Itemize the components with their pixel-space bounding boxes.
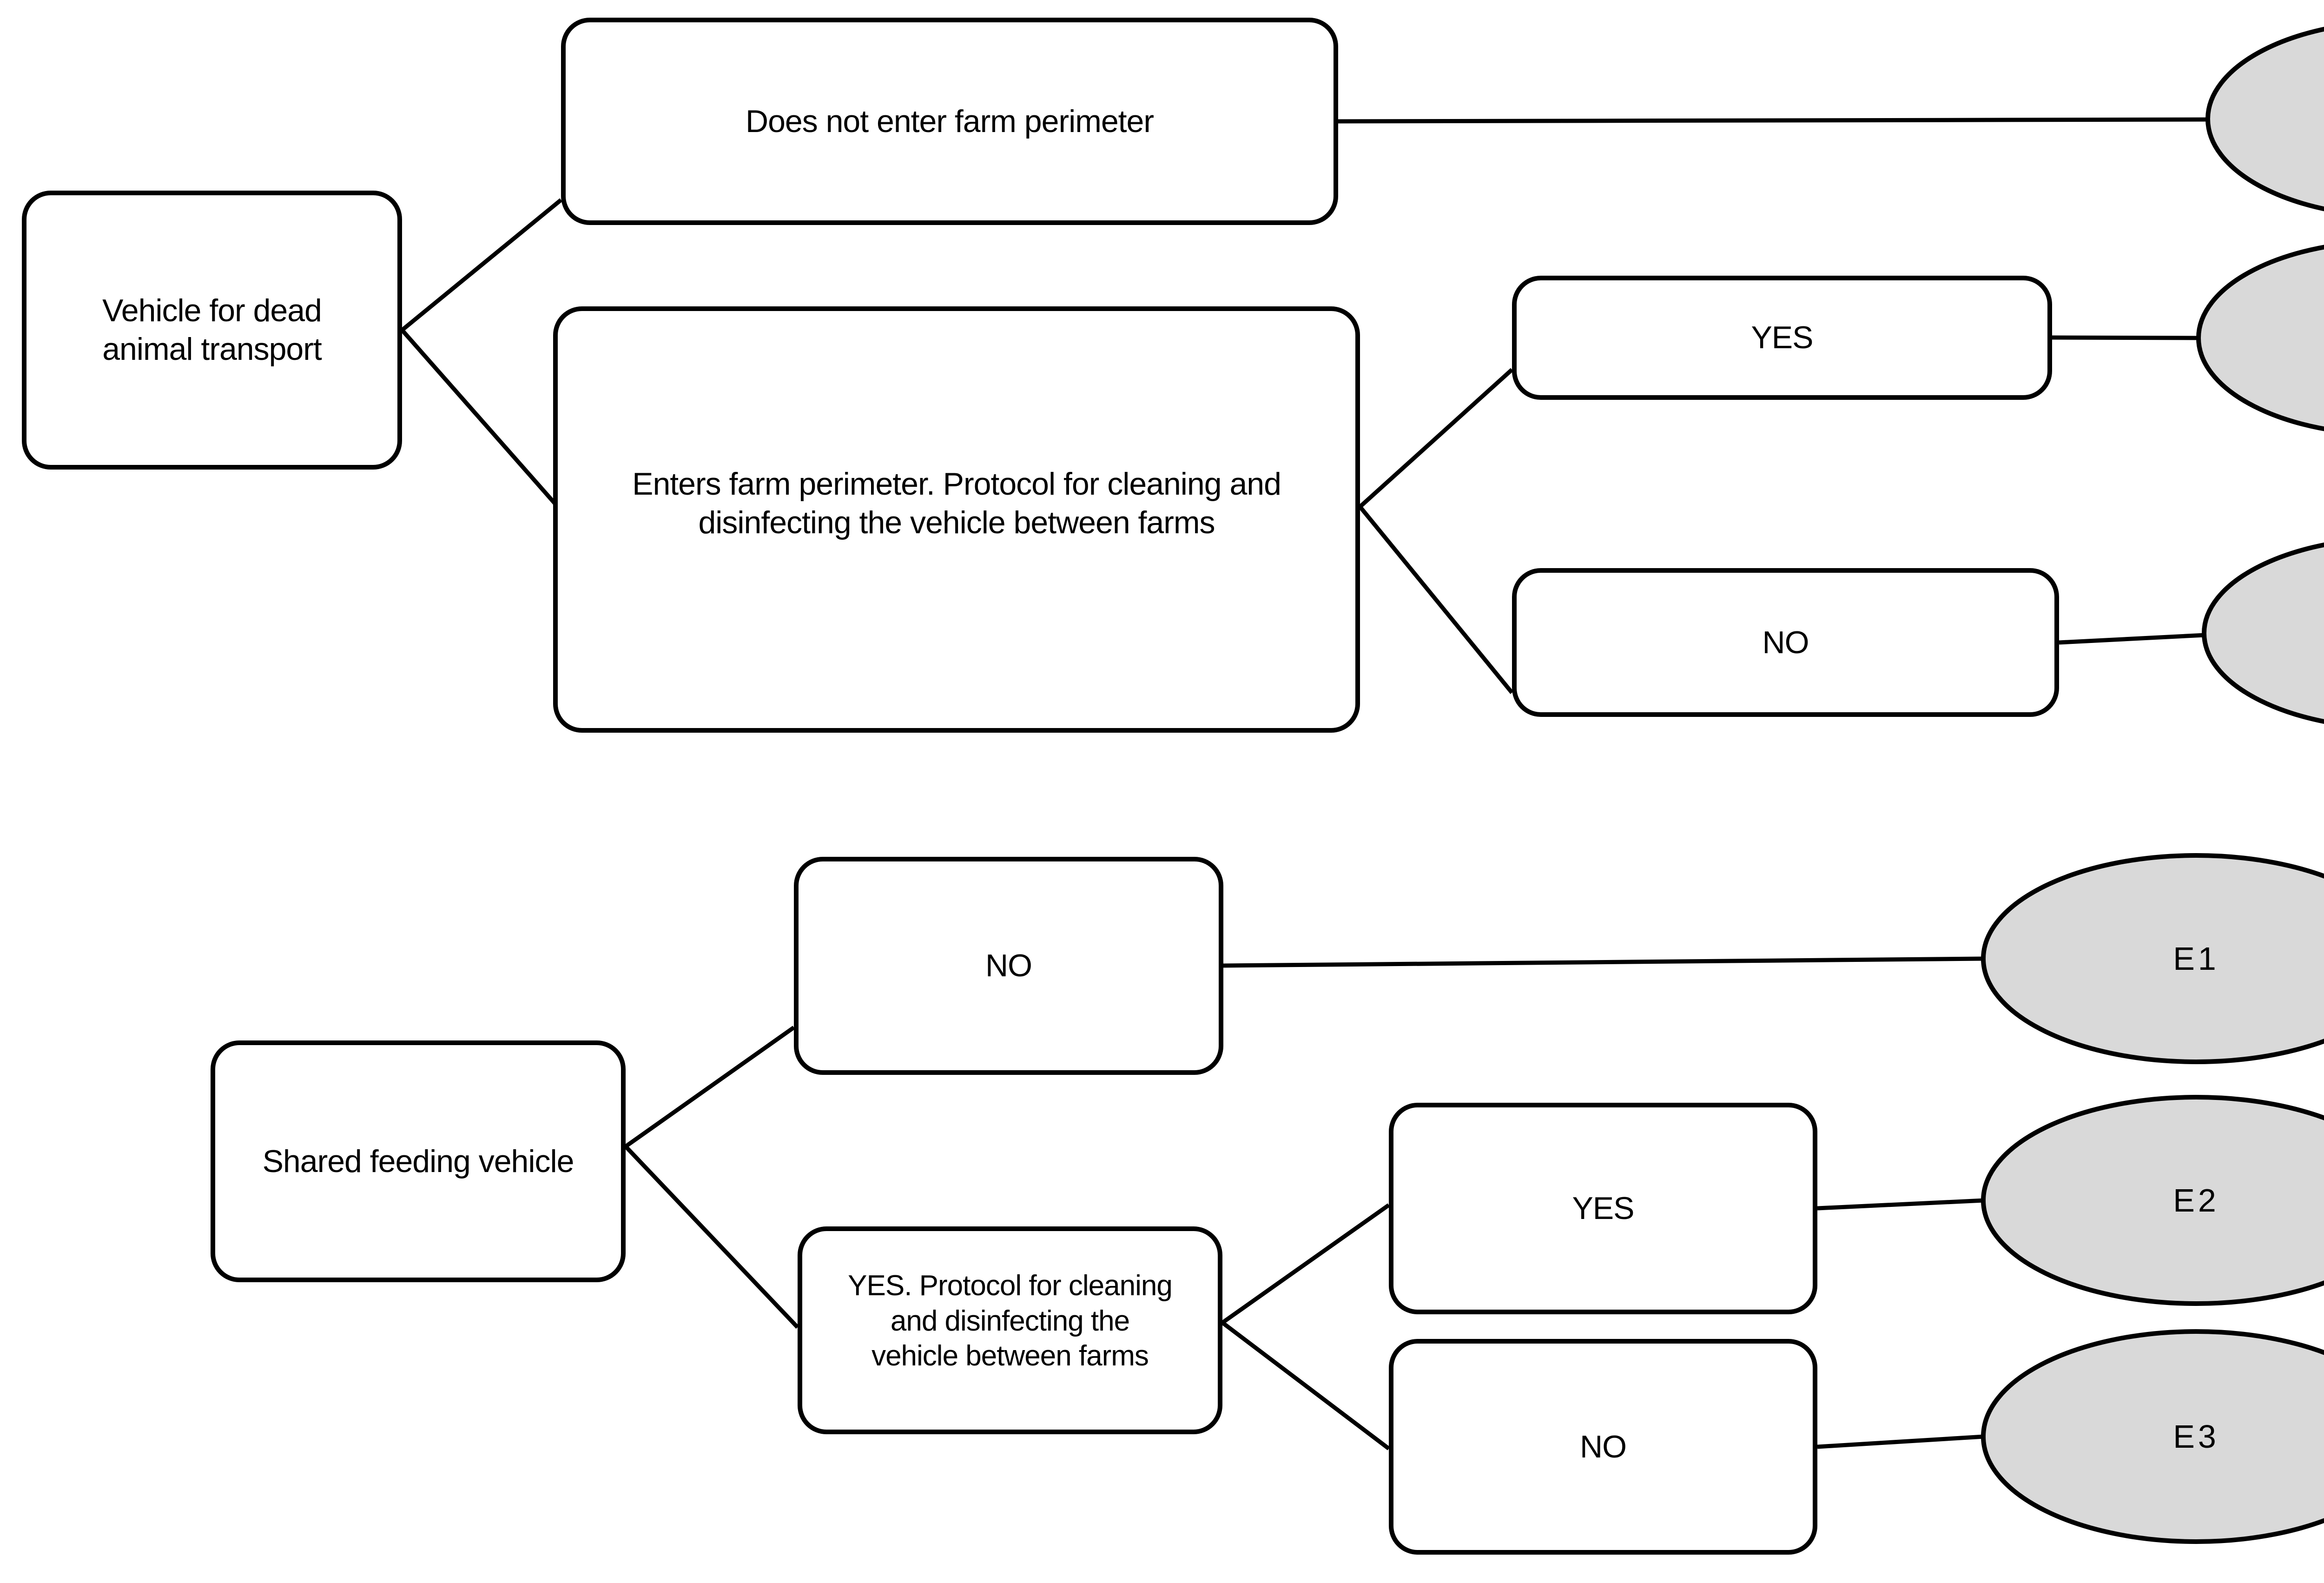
node-bottom-yes: YES	[1389, 1103, 1817, 1314]
outcome-ellipse-bottom-e2	[1981, 1095, 2324, 1306]
node-label: Does not enter farm perimeter	[745, 103, 1154, 139]
node-label: Shared feeding vehicle	[262, 1143, 574, 1179]
node-top-yes: YES	[1512, 276, 2052, 400]
outcome-label-bottom-e2: E2	[2173, 1182, 2219, 1219]
outcome-label-bottom-e1: E1	[2173, 941, 2219, 977]
outcome-ellipse-top-e3	[2202, 542, 2324, 724]
edge-bottom-yes-to-e2	[1817, 1198, 1985, 1211]
node-bottom-no: NO	[1389, 1339, 1817, 1555]
edge-bottom-root-to-no	[624, 1026, 795, 1148]
edge-bottom-yes-protocol-to-yes	[1221, 1203, 1390, 1325]
edge-top-no-to-e3	[2059, 633, 2205, 645]
node-label: Enters farm perimeter. Protocol for clea…	[632, 466, 1281, 540]
edge-bottom-yes-protocol-to-no	[1221, 1321, 1390, 1451]
edge-bottom-no-to-e1	[1223, 956, 1985, 968]
outcome-ellipse-bottom-e3	[1981, 1329, 2324, 1544]
edge-top-no-enter-to-e1	[1338, 117, 2208, 124]
node-vehicle-dead-animal-transport: Vehicle for dead animal transport	[22, 191, 402, 470]
node-label: Vehicle for dead animal transport	[102, 293, 322, 367]
edge-top-root-to-enter	[400, 329, 560, 508]
edge-bottom-root-to-yes-protocol	[624, 1145, 799, 1329]
outcome-ellipse-top-e2	[2196, 245, 2324, 431]
node-bottom-branch-no: NO	[794, 857, 1223, 1075]
outcome-label-bottom-e3: E3	[2173, 1418, 2219, 1455]
outcome-ellipse-bottom-e1	[1981, 853, 2324, 1064]
edge-top-enter-to-yes	[1358, 368, 1514, 509]
node-shared-feeding-vehicle: Shared feeding vehicle	[211, 1040, 626, 1282]
outcome-ellipse-top-e1	[2205, 26, 2324, 212]
edge-top-root-to-no-enter	[401, 198, 562, 332]
node-label: YES	[1751, 320, 1813, 356]
node-label: YES	[1572, 1191, 1634, 1226]
node-label: NO	[1580, 1429, 1627, 1464]
node-label: YES. Protocol for cleaning and disinfect…	[848, 1270, 1173, 1372]
node-top-no: NO	[1512, 568, 2059, 717]
node-yes-protocol-cleaning: YES. Protocol for cleaning and disinfect…	[798, 1226, 1222, 1434]
node-enters-farm-perimeter-protocol: Enters farm perimeter. Protocol for clea…	[553, 306, 1360, 733]
edge-top-enter-to-no	[1358, 505, 1514, 694]
edge-bottom-no-to-e3	[1817, 1434, 1985, 1449]
node-label: NO	[1762, 624, 1809, 660]
node-does-not-enter-farm-perimeter: Does not enter farm perimeter	[561, 18, 1338, 225]
node-label: NO	[985, 948, 1032, 984]
